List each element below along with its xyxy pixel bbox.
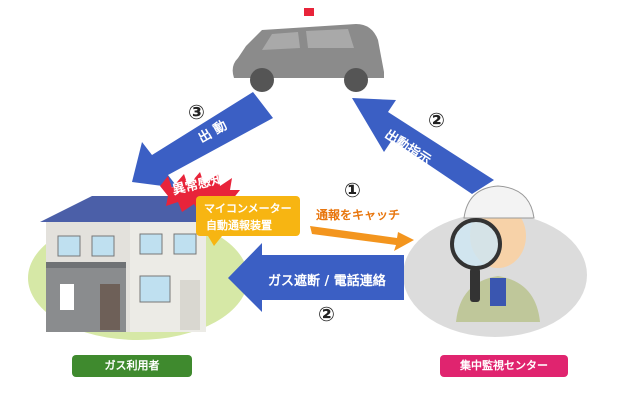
step-2-bottom-label: ガス遮断 / 電話連絡 [268, 274, 386, 289]
gas-user-label: ガス利用者 [72, 355, 192, 377]
step-1-label: 通報をキャッチ [316, 208, 401, 222]
center-label: 集中監視センター [440, 355, 568, 377]
step-3-number: ③ [188, 100, 205, 124]
arrow-step-2-top [352, 98, 494, 194]
house [40, 196, 214, 332]
arrow-step-2-bottom [228, 243, 404, 312]
meter-line-1: マイコンメーター [204, 202, 292, 215]
step-2-bottom-number: ② [318, 302, 335, 326]
inspector [450, 185, 540, 322]
arrow-step-1 [310, 226, 414, 251]
center-ellipse [403, 213, 587, 337]
step-2-top-number: ② [428, 108, 445, 132]
step-1-number: ① [344, 178, 361, 202]
car-wheel-rear [344, 68, 368, 92]
patrol-car [232, 8, 384, 92]
meter-line-2: 自動通報装置 [206, 219, 272, 232]
arrow-step-3 [132, 92, 273, 188]
car-wheel-front [250, 68, 274, 92]
